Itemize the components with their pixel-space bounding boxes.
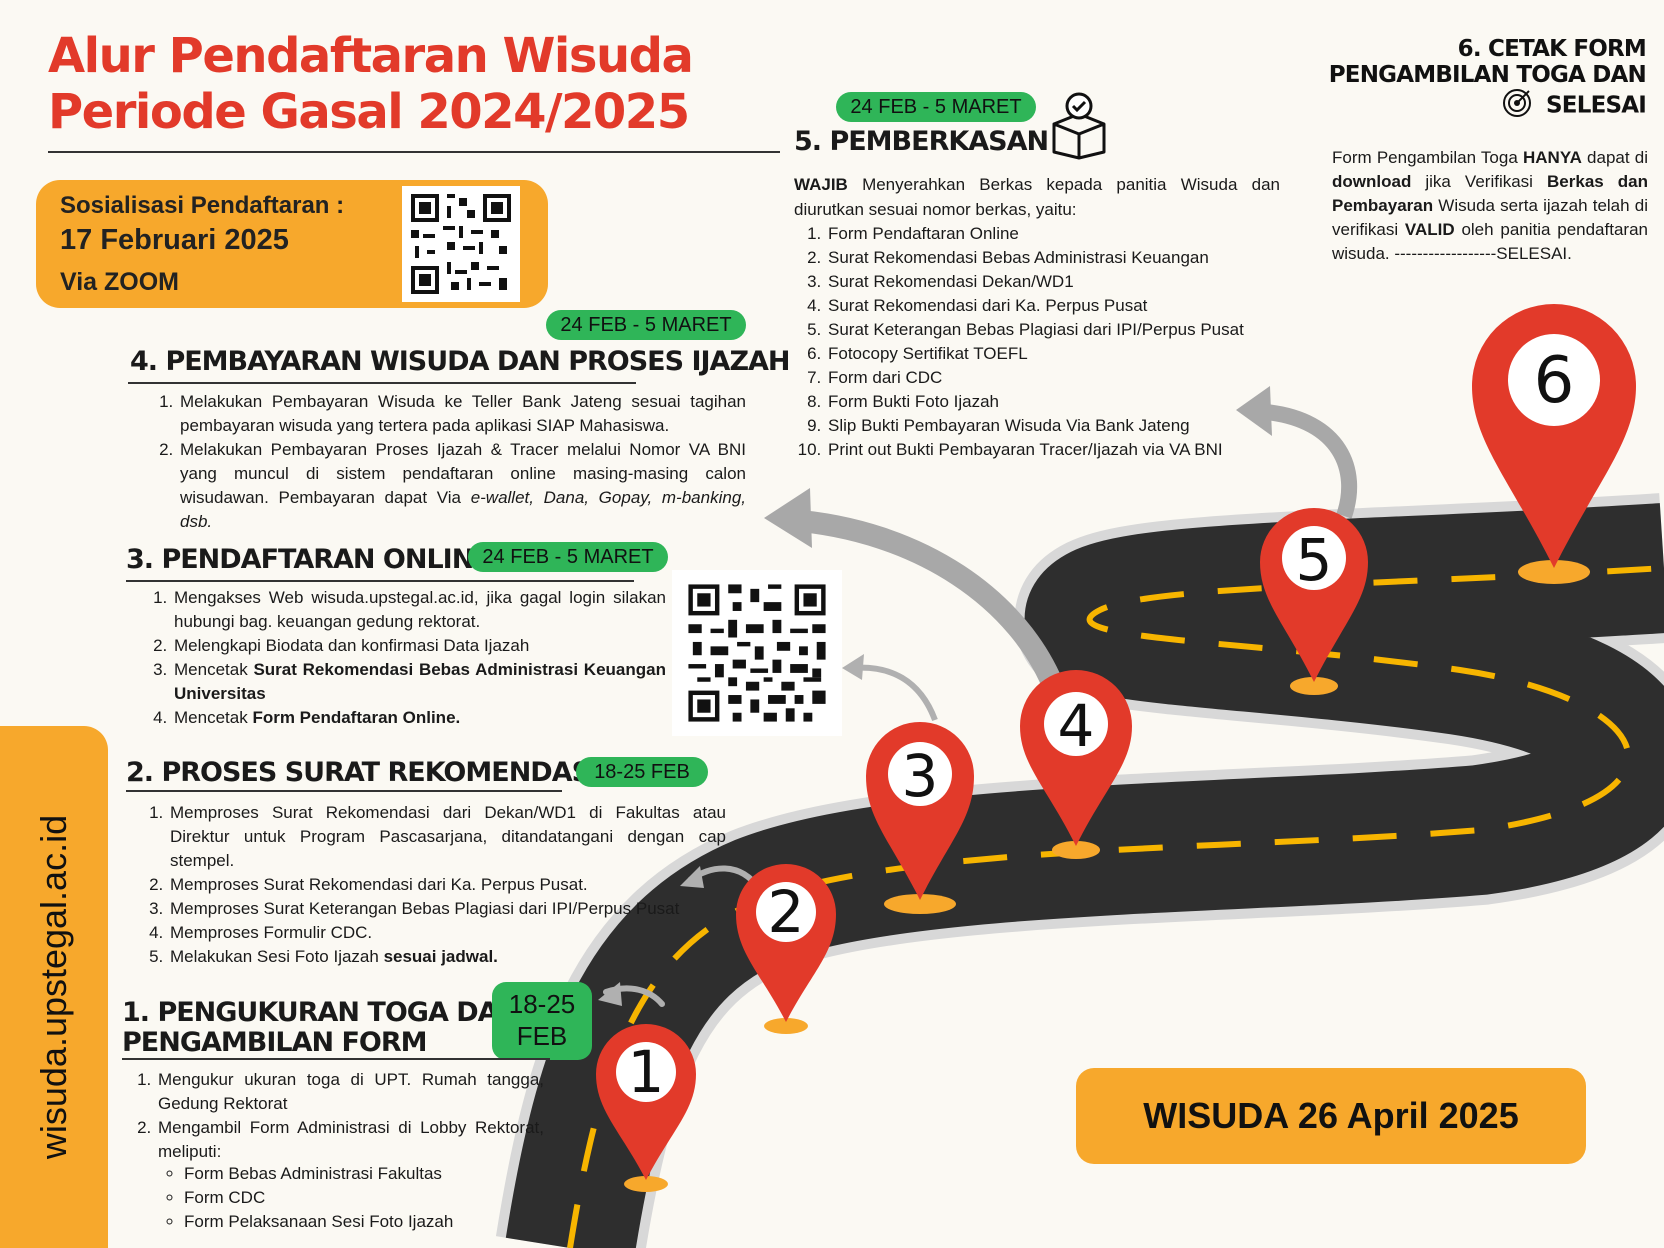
step3-divider: [126, 580, 634, 582]
list-item: Mencetak Form Pendaftaran Online.: [172, 706, 666, 730]
svg-text:5: 5: [1296, 526, 1333, 594]
marker-3: 3: [866, 722, 974, 914]
list-item: Melengkapi Biodata dan konfirmasi Data I…: [172, 634, 666, 658]
list-item: Surat Rekomendasi Bebas Administrasi Keu…: [826, 246, 1288, 270]
checked-box-icon: [1046, 90, 1112, 160]
sosialisasi-via: Via ZOOM: [60, 268, 180, 296]
step2-divider: [126, 790, 562, 792]
step1-divider: [122, 1058, 550, 1060]
marker-2: 2: [736, 864, 836, 1034]
list-item: Form Pelaksanaan Sesi Foto Ijazah: [184, 1210, 552, 1234]
step4-list: Melakukan Pembayaran Wisuda ke Teller Ba…: [156, 390, 746, 534]
list-item: Melakukan Pembayaran Proses Ijazah & Tra…: [178, 438, 746, 534]
marker-6: 6: [1472, 304, 1636, 584]
svg-text:4: 4: [1058, 692, 1095, 760]
marker-5: 5: [1260, 508, 1368, 695]
step6-title-line-2: PENGAMBILAN TOGA DAN: [1328, 62, 1647, 88]
list-item: Memproses Surat Rekomendasi dari Dekan/W…: [168, 801, 726, 873]
sosialisasi-date: 17 Februari 2025: [60, 224, 289, 256]
step5-date-badge: 24 FEB - 5 MARET: [836, 92, 1036, 122]
arrowhead-2: [680, 866, 704, 888]
step1-sub-list: Form Bebas Administrasi Fakultas Form CD…: [152, 1162, 552, 1234]
website-sidebar: wisuda.upstegal.ac.id: [0, 726, 108, 1248]
sosialisasi-label: Sosialisasi Pendaftaran :: [60, 192, 345, 219]
arrowhead-3: [842, 654, 864, 680]
marker-1: 1: [596, 1024, 696, 1192]
target-icon: [1502, 88, 1532, 124]
list-item: Fotocopy Sertifikat TOEFL: [826, 342, 1288, 366]
list-item: Surat Rekomendasi Dekan/WD1: [826, 270, 1288, 294]
step3-date-badge: 24 FEB - 5 MARET: [468, 542, 668, 572]
step4-divider: [128, 382, 636, 384]
list-item: Memproses Formulir CDC.: [168, 921, 726, 945]
svg-text:1: 1: [628, 1038, 665, 1106]
list-item: Form CDC: [184, 1186, 552, 1210]
step5-title: 5. PEMBERKASAN: [794, 126, 1049, 157]
list-item: Form dari CDC: [826, 366, 1288, 390]
qr-code-icon: [684, 580, 830, 726]
step1-date-badge: 18-25 FEB: [492, 982, 592, 1060]
svg-text:2: 2: [768, 878, 805, 946]
website-url[interactable]: wisuda.upstegal.ac.id: [33, 814, 74, 1160]
registration-qr-code[interactable]: [672, 570, 842, 736]
step6-description: Form Pengambilan Toga HANYA dapat di dow…: [1332, 148, 1648, 263]
list-item: Mengukur ukuran toga di UPT. Rumah tangg…: [156, 1068, 544, 1116]
title-line-1: Alur Pendaftaran Wisuda: [48, 28, 694, 84]
list-item: Melakukan Pembayaran Wisuda ke Teller Ba…: [178, 390, 746, 438]
arrow-3: [851, 664, 938, 722]
zoom-qr-code[interactable]: [402, 186, 520, 302]
step5-list: Form Pendaftaran Online Surat Rekomendas…: [798, 222, 1288, 462]
step1-title: 1. PENGUKURAN TOGA DAN PENGAMBILAN FORM: [122, 997, 520, 1058]
list-item: Print out Bukti Pembayaran Tracer/Ijazah…: [826, 438, 1288, 462]
svg-text:3: 3: [902, 742, 939, 810]
marker-4: 4: [1020, 670, 1132, 859]
arrow-4: [789, 509, 1066, 695]
arrow-5: [1264, 404, 1358, 519]
svg-text:6: 6: [1534, 344, 1575, 418]
list-item: Mengambil Form Administrasi di Lobby Rek…: [156, 1116, 544, 1164]
title-divider: [48, 151, 780, 153]
step6-title-line-1: 6. CETAK FORM: [1457, 36, 1647, 62]
list-item: Form Bukti Foto Ijazah: [826, 390, 1288, 414]
step4-title: 4. PEMBAYARAN WISUDA DAN PROSES IJAZAH: [130, 346, 791, 377]
list-item: Surat Rekomendasi dari Ka. Perpus Pusat: [826, 294, 1288, 318]
step3-title: 3. PENDAFTARAN ONLINE: [126, 544, 492, 575]
list-item: Memproses Surat Rekomendasi dari Ka. Per…: [168, 873, 726, 897]
list-item: Form Pendaftaran Online: [826, 222, 1288, 246]
list-item: Memproses Surat Keterangan Bebas Plagias…: [168, 897, 726, 921]
list-item: Slip Bukti Pembayaran Wisuda Via Bank Ja…: [826, 414, 1288, 438]
step1-title-line-2: PENGAMBILAN FORM: [122, 1027, 428, 1058]
qr-code-icon: [403, 186, 519, 302]
list-item: Form Bebas Administrasi Fakultas: [184, 1162, 552, 1186]
arrowhead-1: [598, 982, 622, 1006]
step1-list: Mengukur ukuran toga di UPT. Rumah tangg…: [134, 1068, 544, 1164]
list-item: Mencetak Surat Rekomendasi Bebas Adminis…: [172, 658, 666, 706]
list-item: Surat Keterangan Bebas Plagiasi dari IPI…: [826, 318, 1288, 342]
step4-date-badge: 24 FEB - 5 MARET: [546, 310, 746, 340]
step3-list: Mengakses Web wisuda.upstegal.ac.id, jik…: [150, 586, 666, 730]
arrowhead-4: [764, 488, 812, 548]
title-line-2: Periode Gasal 2024/2025: [48, 84, 690, 140]
graduation-date-box: WISUDA 26 April 2025: [1076, 1068, 1586, 1164]
step2-title: 2. PROSES SURAT REKOMENDASI: [126, 757, 600, 788]
arrowhead-5: [1236, 386, 1272, 436]
list-item: Melakukan Sesi Foto Ijazah sesuai jadwal…: [168, 945, 726, 969]
list-item: Mengakses Web wisuda.upstegal.ac.id, jik…: [172, 586, 666, 634]
step6-title: 6. CETAK FORM PENGAMBILAN TOGA DAN SELES…: [1286, 36, 1647, 124]
step2-list: Memproses Surat Rekomendasi dari Dekan/W…: [146, 801, 726, 969]
page-title: Alur Pendaftaran Wisuda Periode Gasal 20…: [48, 28, 788, 140]
step1-title-line-1: 1. PENGUKURAN TOGA DAN: [122, 997, 520, 1028]
step5-intro: WAJIB Menyerahkan Berkas kepada panitia …: [794, 175, 1280, 219]
step6-title-line-3: SELESAI: [1286, 88, 1647, 124]
step2-date-badge: 18-25 FEB: [576, 757, 708, 787]
